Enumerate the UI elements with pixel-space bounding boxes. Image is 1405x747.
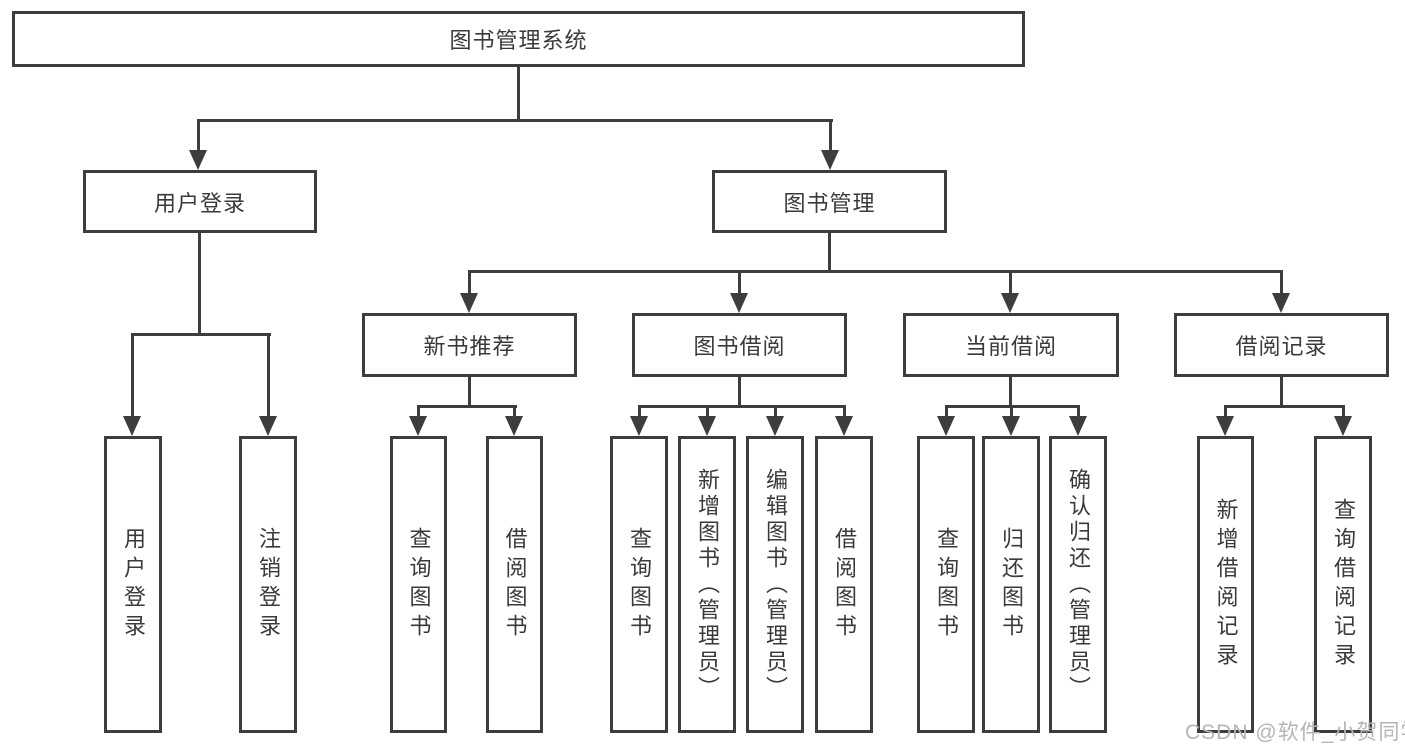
- connector-line: [197, 119, 200, 153]
- connector-line: [1224, 405, 1344, 408]
- connector-line: [131, 333, 271, 336]
- leaf-bb-borrow-book: 借阅图书: [815, 436, 873, 733]
- connector-line: [738, 270, 741, 296]
- leaf-cb-confirm-return-admin: 确认归还（管理员）: [1049, 436, 1107, 733]
- leaf-bb-query-book: 查询图书: [610, 436, 668, 733]
- csdn-watermark: CSDN @软件_小贺同学: [1185, 721, 1405, 744]
- arrow-down-icon: [1069, 416, 1087, 436]
- node-label: 图书借阅: [693, 334, 786, 359]
- connector-line: [468, 376, 471, 407]
- arrow-down-icon: [1216, 416, 1234, 436]
- connector-line: [468, 270, 1283, 273]
- node-label: 新书推荐: [423, 334, 516, 359]
- leaf-label: 新增借阅记录: [1213, 497, 1239, 672]
- leaf-logout: 注销登录: [239, 436, 297, 733]
- leaf-bb-edit-book-admin: 编辑图书（管理员）: [746, 436, 804, 733]
- connector-line: [131, 333, 134, 418]
- arrow-down-icon: [409, 416, 427, 436]
- arrow-down-icon: [123, 416, 141, 436]
- arrow-down-icon: [821, 150, 839, 170]
- leaf-label: 归还图书: [999, 526, 1024, 643]
- leaf-label: 借阅图书: [832, 526, 857, 643]
- arrow-down-icon: [259, 416, 277, 436]
- node-label: 用户登录: [153, 190, 246, 216]
- leaf-label: 查询图书: [934, 526, 959, 643]
- connector-line: [829, 119, 832, 153]
- arrow-down-icon: [1334, 416, 1352, 436]
- leaf-label: 注销登录: [256, 526, 281, 643]
- connector-line: [517, 66, 520, 122]
- connector-line: [417, 405, 420, 418]
- connector-line: [198, 233, 201, 335]
- leaf-label: 编辑图书（管理员）: [763, 467, 788, 702]
- arrow-down-icon: [1001, 293, 1019, 313]
- arrow-down-icon: [460, 293, 478, 313]
- leaf-label: 用户登录: [121, 526, 146, 643]
- connector-line: [638, 405, 846, 408]
- node-new-book-recommend: 新书推荐: [362, 313, 577, 377]
- node-user-login: 用户登录: [83, 170, 317, 233]
- leaf-cb-query-book: 查询图书: [917, 436, 975, 733]
- connector-line: [417, 405, 517, 408]
- node-root-library-system: 图书管理系统: [12, 11, 1025, 67]
- connector-line: [1009, 270, 1012, 296]
- connector-line: [774, 405, 777, 418]
- leaf-nb-borrow-book: 借阅图书: [486, 436, 543, 733]
- connector-line: [638, 405, 641, 418]
- arrow-down-icon: [730, 293, 748, 313]
- node-label: 当前借阅: [964, 334, 1057, 359]
- node-label: 图书管理: [783, 190, 876, 216]
- leaf-label: 确认归还（管理员）: [1066, 467, 1091, 702]
- leaf-label: 借阅图书: [502, 526, 528, 643]
- connector-line: [738, 376, 741, 407]
- leaf-br-query-record: 查询借阅记录: [1314, 436, 1372, 733]
- connector-line: [945, 405, 948, 418]
- leaf-label: 查询借阅记录: [1331, 497, 1356, 672]
- leaf-label: 查询图书: [406, 526, 432, 643]
- connector-line: [843, 405, 846, 418]
- connector-line: [1010, 405, 1013, 418]
- connector-line: [1077, 405, 1080, 418]
- connector-line: [513, 405, 516, 418]
- node-label: 图书管理系统: [449, 28, 588, 53]
- arrow-down-icon: [505, 416, 523, 436]
- connector-line: [1224, 405, 1227, 418]
- arrow-down-icon: [937, 416, 955, 436]
- arrow-down-icon: [835, 416, 853, 436]
- leaf-label: 查询图书: [627, 526, 652, 643]
- node-book-borrow: 图书借阅: [632, 313, 847, 377]
- arrow-down-icon: [698, 416, 716, 436]
- node-borrow-record: 借阅记录: [1174, 313, 1389, 377]
- connector-line: [706, 405, 709, 418]
- connector-line: [1009, 376, 1012, 407]
- connector-line: [828, 233, 831, 272]
- connector-line: [267, 333, 270, 418]
- arrow-down-icon: [1272, 293, 1290, 313]
- connector-line: [1342, 405, 1345, 418]
- arrow-down-icon: [630, 416, 648, 436]
- leaf-cb-return-book: 归还图书: [982, 436, 1040, 733]
- leaf-nb-query-book: 查询图书: [390, 436, 447, 733]
- arrow-down-icon: [766, 416, 784, 436]
- node-current-borrow: 当前借阅: [903, 313, 1119, 377]
- leaf-label: 新增图书（管理员）: [695, 467, 720, 702]
- leaf-bb-add-book-admin: 新增图书（管理员）: [678, 436, 736, 733]
- connector-line: [1280, 376, 1283, 407]
- arrow-down-icon: [189, 150, 207, 170]
- connector-line: [197, 119, 833, 122]
- node-book-management: 图书管理: [712, 170, 947, 233]
- leaf-br-add-record: 新增借阅记录: [1197, 436, 1254, 733]
- node-label: 借阅记录: [1235, 334, 1328, 359]
- leaf-user-login: 用户登录: [104, 436, 162, 733]
- connector-line: [468, 270, 471, 296]
- connector-line: [1280, 270, 1283, 296]
- arrow-down-icon: [1002, 416, 1020, 436]
